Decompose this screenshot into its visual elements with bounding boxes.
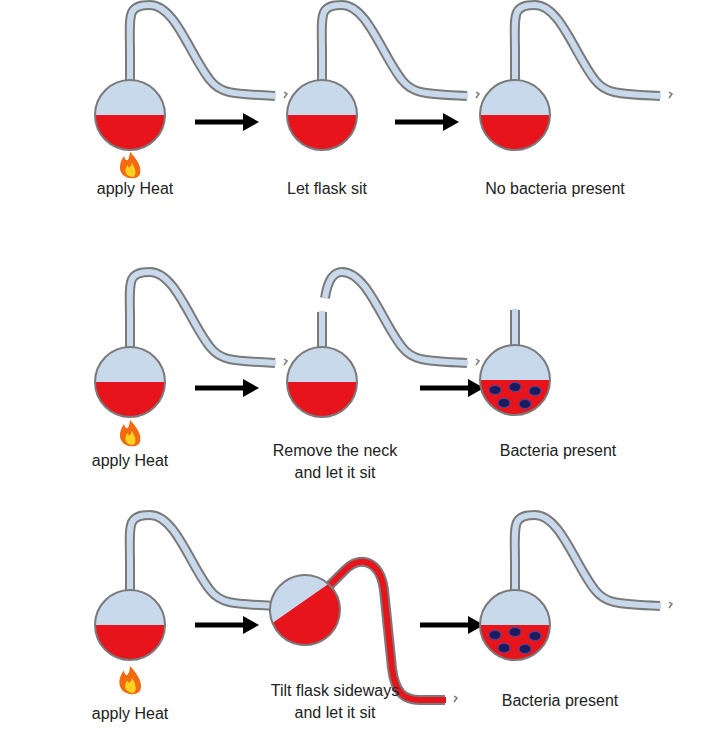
step-label: Remove the neck and let it sit xyxy=(265,440,405,483)
flask-tilted xyxy=(256,561,457,702)
step-label: apply Heat xyxy=(55,450,205,472)
flask-contaminated xyxy=(480,515,672,660)
flask-neck-removed xyxy=(287,272,479,417)
step-label: No bacteria present xyxy=(470,178,640,200)
flask-heated xyxy=(95,5,287,150)
flame xyxy=(120,420,140,447)
flame xyxy=(119,666,141,694)
step-label: apply Heat xyxy=(55,703,205,725)
flask-sterile xyxy=(480,5,672,150)
step-arrow xyxy=(420,379,484,397)
step-arrow xyxy=(420,616,484,634)
step-label: Tilt flask sideways and let it sit xyxy=(259,680,411,723)
step-arrow xyxy=(195,113,259,131)
step-arrow xyxy=(395,113,459,131)
step-label: Let flask sit xyxy=(252,178,402,200)
step-arrow xyxy=(195,616,259,634)
flask-heated xyxy=(95,515,287,660)
step-arrow xyxy=(195,379,259,397)
flask-heated xyxy=(95,272,287,417)
step-label: apply Heat xyxy=(60,178,210,200)
flask-contaminated xyxy=(480,309,550,415)
step-label: Bacteria present xyxy=(480,690,640,712)
flame xyxy=(120,152,140,179)
step-label: Bacteria present xyxy=(478,440,638,462)
flask-sitting xyxy=(287,5,479,150)
